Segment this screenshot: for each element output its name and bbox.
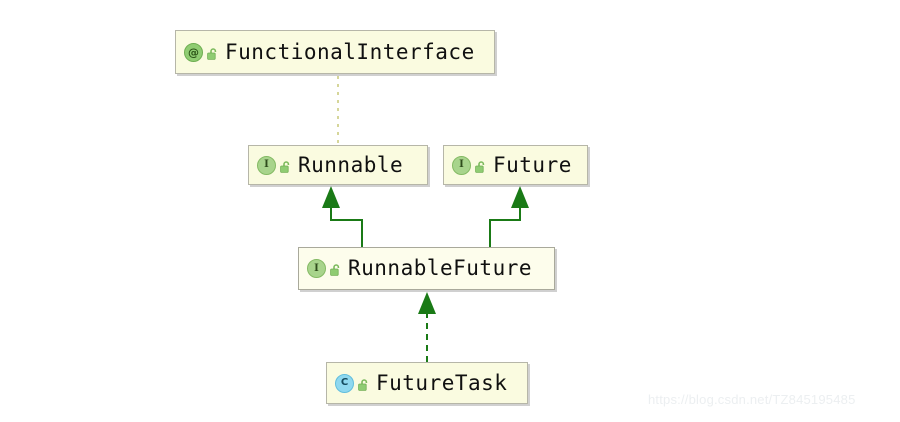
node-future[interactable]: I Future xyxy=(443,145,588,185)
node-label: RunnableFuture xyxy=(348,256,533,280)
interface-badge-icon: I xyxy=(307,259,326,278)
interface-badge-icon: I xyxy=(257,155,276,175)
node-runnable[interactable]: I Runnable xyxy=(248,145,428,185)
node-functional-interface[interactable]: @ FunctionalInterface xyxy=(175,30,495,74)
node-runnable-future[interactable]: I RunnableFuture xyxy=(298,247,555,290)
edge-runnablefuture-future xyxy=(489,186,529,247)
edge-runnablefuture-runnable xyxy=(322,186,363,247)
unlocked-icon xyxy=(280,159,292,173)
node-label: Runnable xyxy=(298,152,404,177)
node-label: FutureTask xyxy=(376,370,508,395)
watermark-text: https://blog.csdn.net/TZ845195485 xyxy=(648,392,856,407)
class-badge-icon: C xyxy=(335,373,354,393)
node-label: Future xyxy=(493,152,572,177)
edge-futuretask-runnablefuture xyxy=(418,292,436,362)
annotation-badge-icon: @ xyxy=(184,42,203,62)
node-future-task[interactable]: C FutureTask xyxy=(326,362,528,404)
node-label: FunctionalInterface xyxy=(225,39,475,64)
unlocked-icon xyxy=(207,46,219,60)
unlocked-icon xyxy=(475,159,487,173)
unlocked-icon xyxy=(330,262,342,276)
interface-badge-icon: I xyxy=(452,155,471,175)
unlocked-icon xyxy=(358,377,370,391)
